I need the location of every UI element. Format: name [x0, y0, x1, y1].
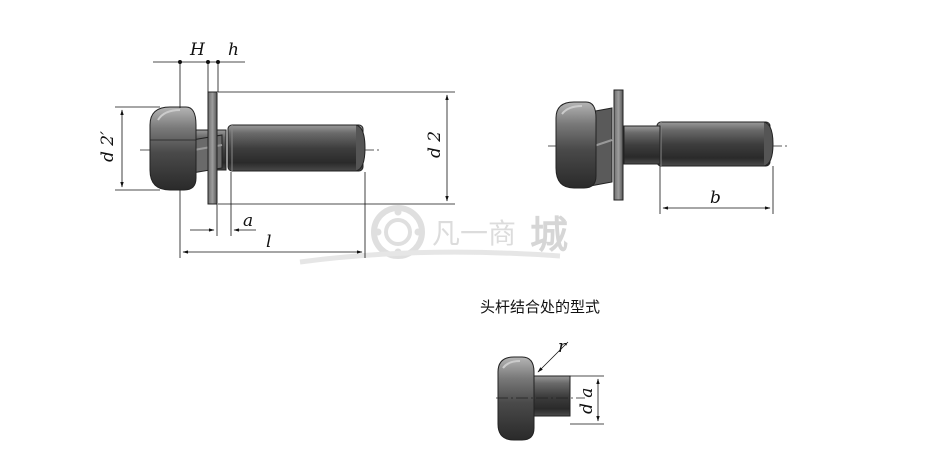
- label-da: d a: [577, 388, 597, 414]
- watermark-big-char: 城: [530, 212, 568, 257]
- label-d2: d 2: [425, 131, 445, 158]
- watermark: 凡一商 城: [299, 205, 568, 265]
- label-r: r: [558, 337, 567, 357]
- label-H: H: [189, 40, 206, 60]
- dimensions-left: [115, 60, 455, 258]
- screw-left-view: [140, 91, 380, 205]
- label-b: b: [710, 188, 721, 208]
- watermark-text: 凡一商: [432, 217, 516, 250]
- watermark-gear-icon: [371, 205, 425, 259]
- label-d2-prime: d 2′: [98, 131, 118, 162]
- caption: 头杆结合处的型式: [480, 298, 600, 316]
- joint-detail-view: [496, 356, 585, 441]
- label-h: h: [228, 40, 239, 60]
- screw-right-view: [548, 89, 788, 201]
- label-a: a: [243, 211, 253, 231]
- dimensions-detail: [537, 341, 604, 425]
- label-l: l: [266, 232, 271, 252]
- dimensions-right: [659, 166, 774, 214]
